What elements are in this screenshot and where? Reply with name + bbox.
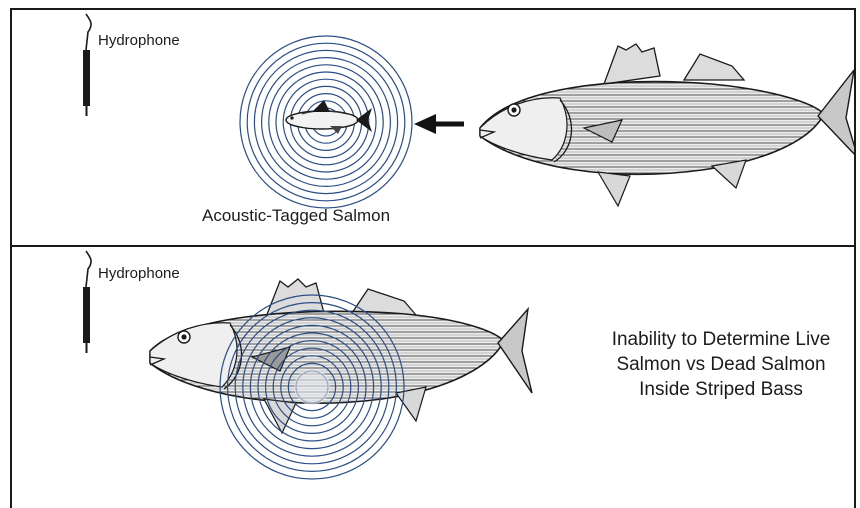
hydrophone-icon — [83, 14, 91, 116]
explanation-text: Inability to Determine Live Salmon vs De… — [610, 327, 832, 402]
panel-eaten-salmon: Hydrophone Inability to Determine Live S… — [10, 245, 856, 508]
salmon-caption: Acoustic-Tagged Salmon — [202, 206, 390, 226]
arrow-left-icon — [414, 114, 464, 134]
panel-live-salmon: Hydrophone Acoustic-Tagged Salmon — [10, 8, 856, 247]
hydrophone-icon — [83, 251, 91, 353]
striped-bass-icon — [150, 279, 532, 433]
salmon-inside-glow — [294, 369, 330, 405]
hydrophone-label: Hydrophone — [98, 265, 180, 282]
hydrophone-label: Hydrophone — [98, 32, 180, 49]
striped-bass-icon — [480, 44, 856, 206]
